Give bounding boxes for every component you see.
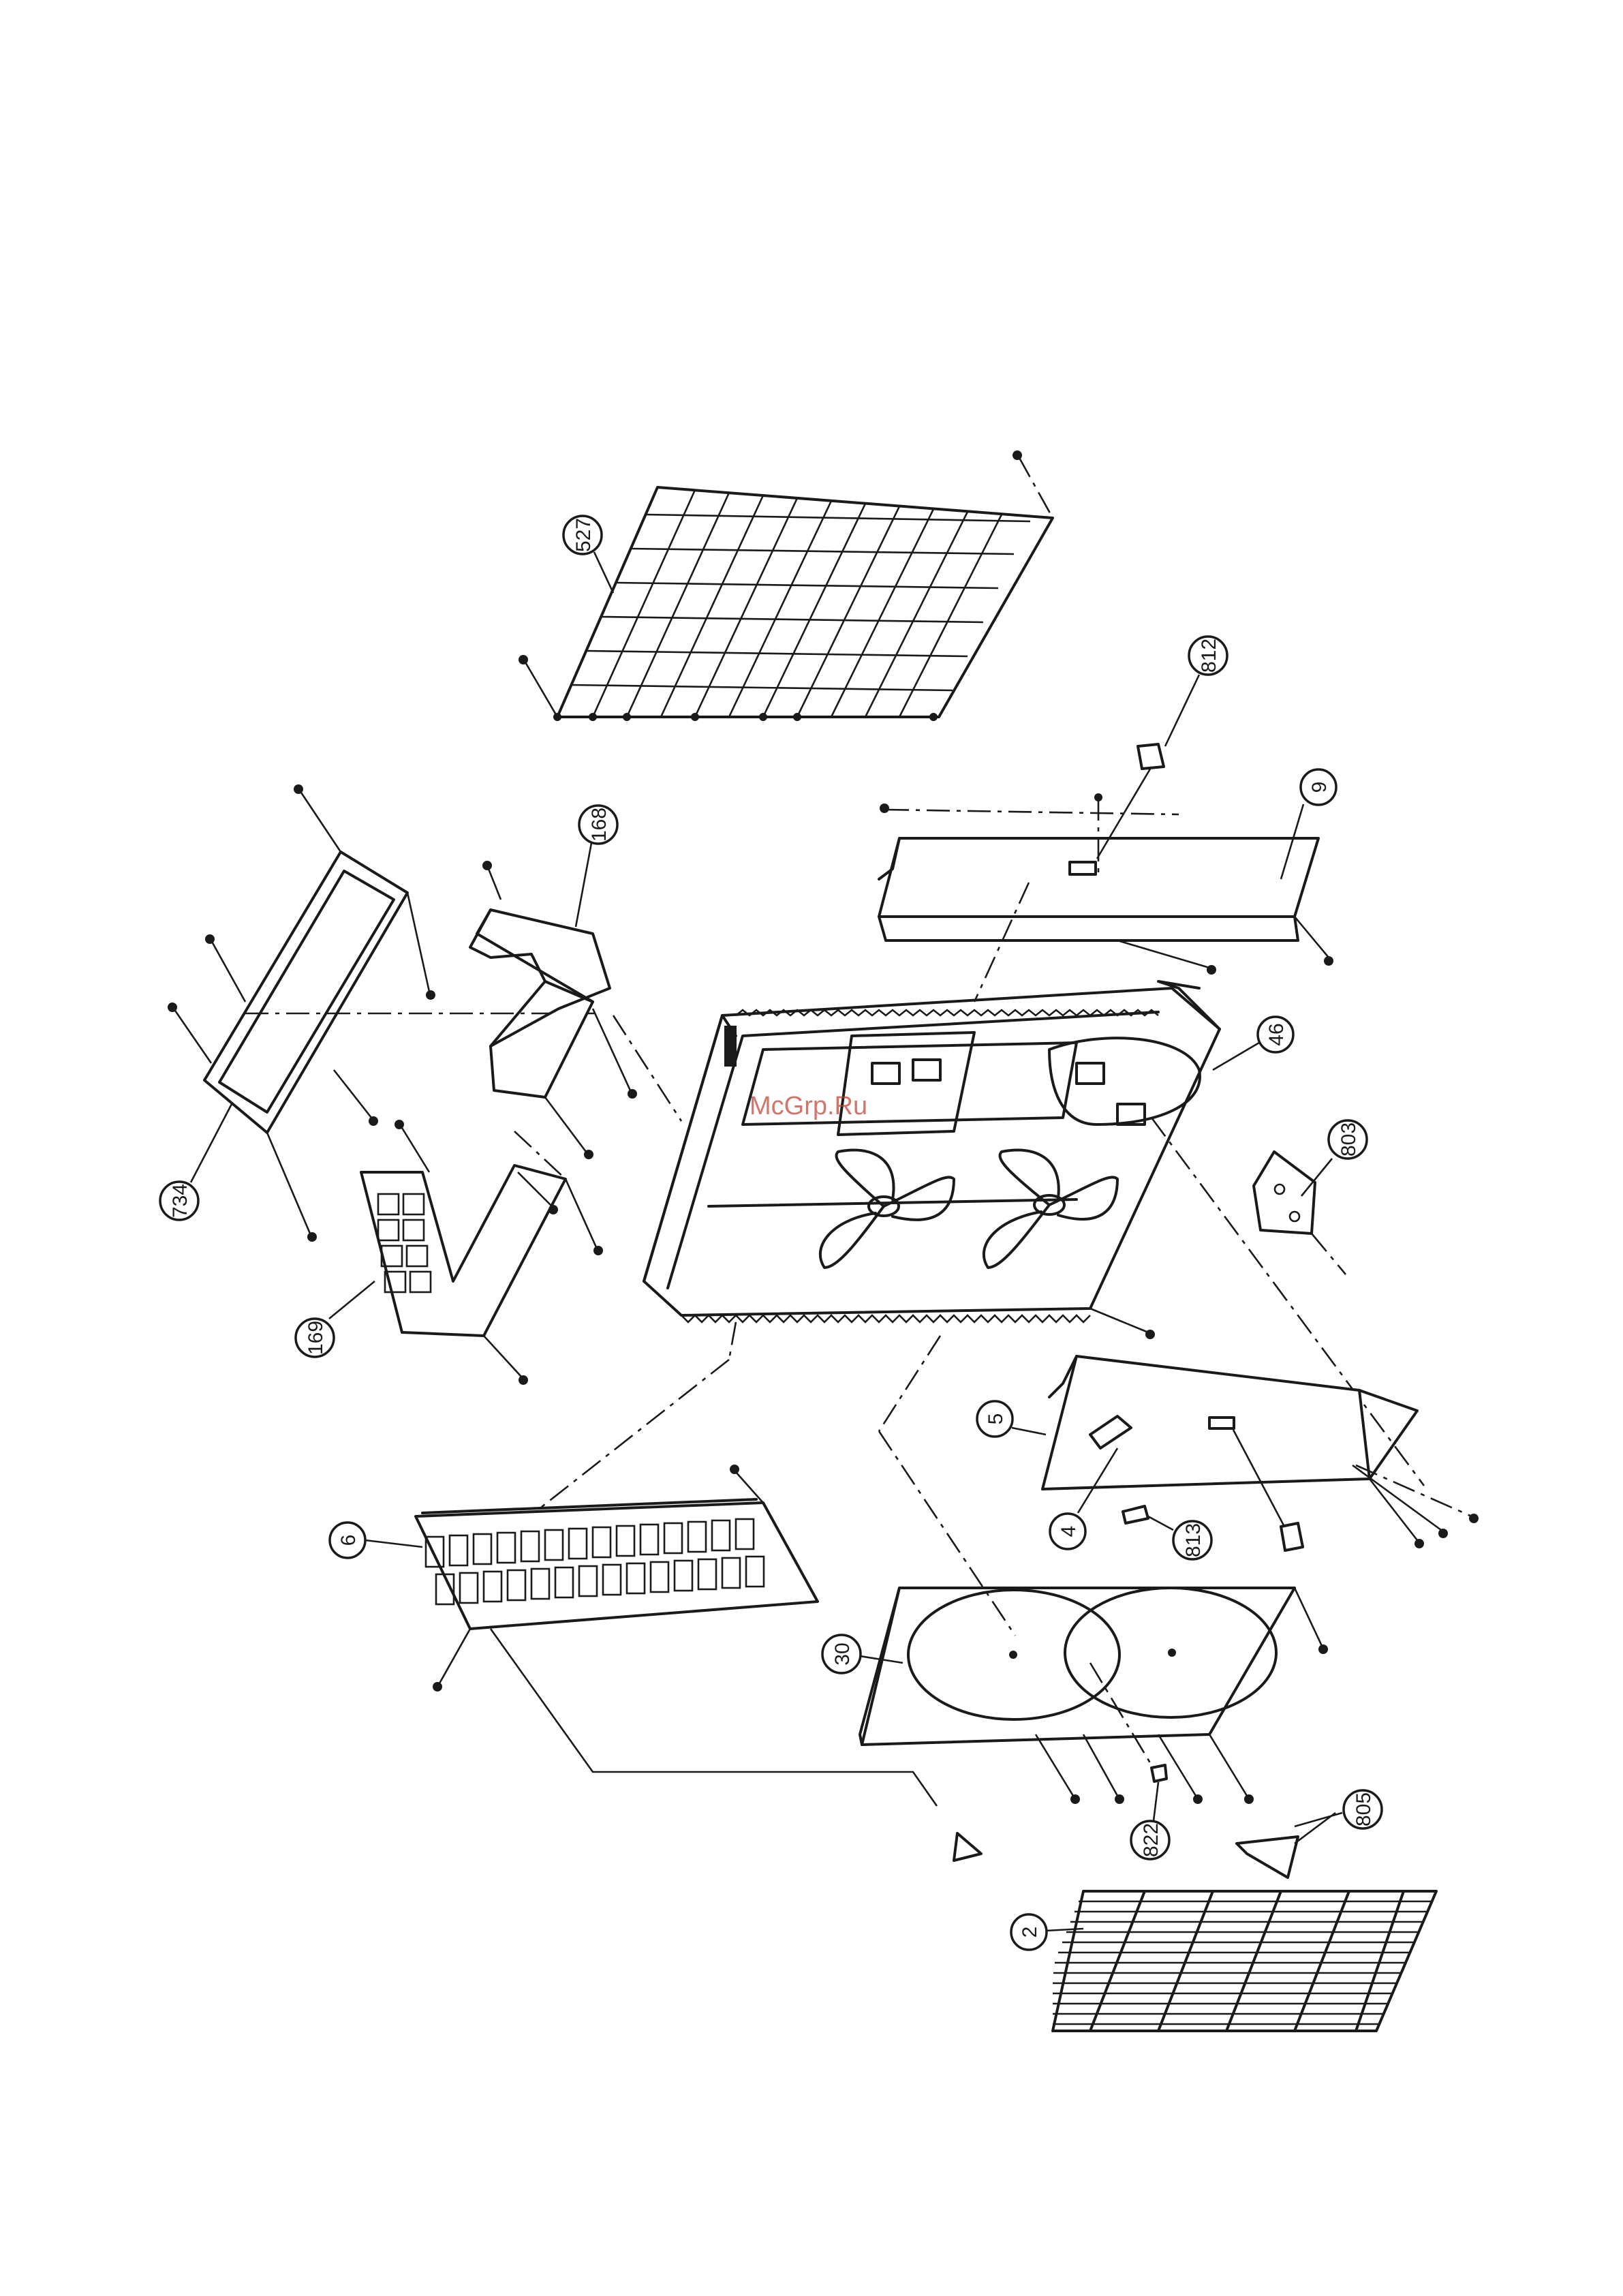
svg-text:734: 734 [169, 1184, 191, 1218]
side-panel-5 [1042, 1356, 1479, 1548]
svg-text:805: 805 [1352, 1792, 1375, 1826]
callout-5: 5 [977, 1401, 1046, 1437]
callout-734: 734 [160, 1104, 232, 1220]
svg-text:30: 30 [831, 1642, 854, 1665]
svg-text:6: 6 [337, 1535, 360, 1546]
callout-46: 46 [1213, 1017, 1293, 1070]
bracket-803 [1254, 1152, 1346, 1274]
svg-text:9: 9 [1308, 782, 1331, 793]
svg-text:4: 4 [1057, 1526, 1080, 1537]
callout-168: 168 [576, 806, 617, 927]
front-wire-grille-2 [1053, 1891, 1436, 2031]
rear-wire-guard-527 [519, 450, 1053, 721]
svg-text:813: 813 [1182, 1523, 1205, 1557]
svg-text:169: 169 [305, 1321, 327, 1355]
callout-169: 169 [296, 1281, 375, 1357]
plug-822 [1151, 1765, 1166, 1781]
svg-text:5: 5 [985, 1413, 1007, 1425]
callout-527: 527 [563, 516, 613, 593]
bracket-168 [470, 861, 681, 1159]
svg-text:822: 822 [1140, 1823, 1162, 1857]
callout-822: 822 [1131, 1782, 1169, 1859]
callout-6: 6 [330, 1522, 422, 1558]
svg-text:46: 46 [1265, 1023, 1288, 1045]
svg-text:168: 168 [588, 808, 610, 842]
left-grille-panel-6 [416, 1322, 937, 1806]
svg-text:812: 812 [1198, 639, 1220, 673]
svg-text:803: 803 [1338, 1122, 1360, 1157]
callout-805: 805 [1295, 1790, 1382, 1828]
side-panel-9 [879, 793, 1333, 975]
svg-text:527: 527 [572, 518, 595, 552]
callout-803: 803 [1301, 1120, 1367, 1196]
callout-813: 813 [1148, 1516, 1211, 1559]
callout-812: 812 [1165, 637, 1227, 746]
bracket-169 [361, 1120, 603, 1385]
svg-text:2: 2 [1019, 1927, 1041, 1938]
watermark: McGrp.Ru [749, 1092, 867, 1120]
